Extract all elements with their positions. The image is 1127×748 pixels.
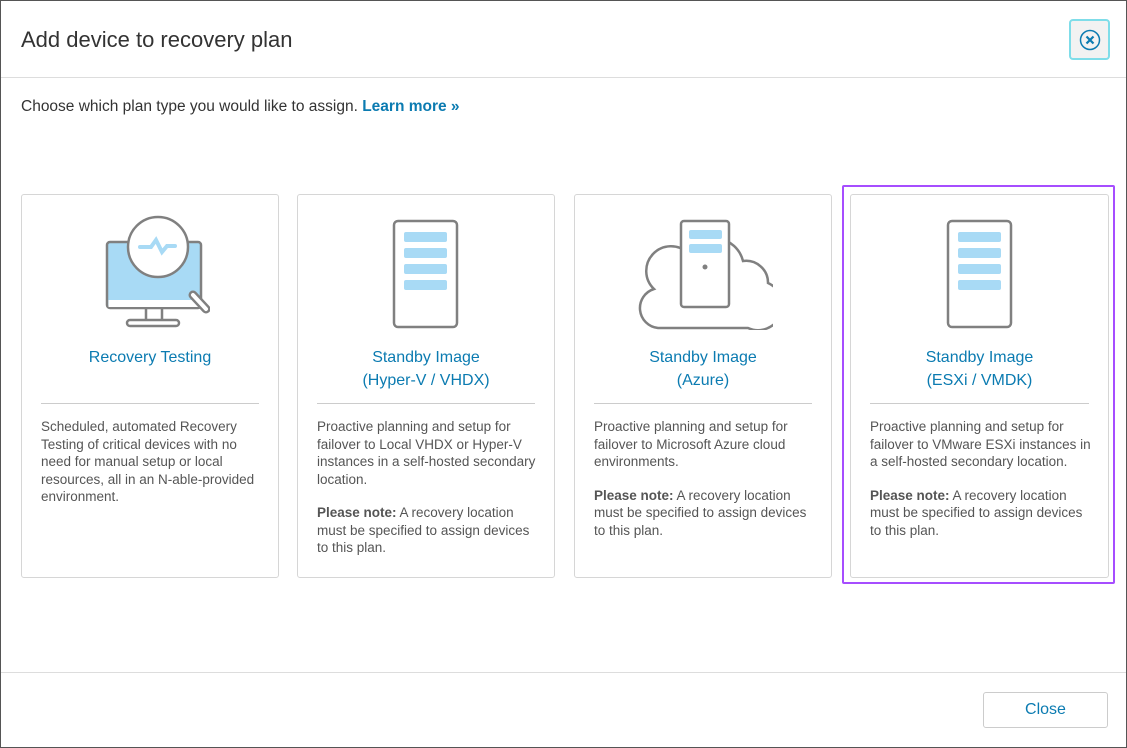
card-note: Please note: A recovery location must be… [870,487,1094,540]
note-text: A recovery location must be specified to… [594,487,807,538]
plan-card-recovery-testing[interactable]: Recovery Testing Scheduled, automated Re… [21,194,279,578]
note-label: Please note: [870,487,950,503]
server-icon [946,219,1012,329]
note-text: A recovery location must be specified to… [317,505,530,555]
note-label: Please note: [317,505,397,520]
card-description: Proactive planning and setup for failove… [317,419,536,487]
divider [594,403,812,404]
dialog-title: Add device to recovery plan [21,27,293,52]
close-x-button[interactable] [1069,19,1110,60]
card-description: Scheduled, automated Recovery Testing of… [41,419,255,504]
intro-text: Choose which plan type you would like to… [21,98,460,116]
plan-card-standby-esxi[interactable]: Standby Image (ESXi / VMDK) Proactive pla… [850,194,1109,578]
card-description: Proactive planning and setup for failove… [870,419,1091,469]
dialog-footer [1,672,1126,673]
card-note: Please note: A recovery location must be… [317,504,540,557]
close-button[interactable]: Close [983,692,1108,728]
card-title: Standby Image [925,349,1034,366]
card-note: Please note: A recovery location must be… [594,487,817,540]
divider [317,403,535,404]
server-icon [392,219,459,329]
plan-card-standby-azure[interactable]: Standby Image (Azure) Proactive planning … [574,194,832,578]
card-title: Standby Image [372,349,480,366]
card-subtitle: (Hyper-V / VHDX) [362,372,490,389]
plan-card-standby-hyperv[interactable]: Standby Image (Hyper-V / VHDX) Proactive … [297,194,555,578]
selection-highlight [842,185,1115,584]
learn-more-link[interactable]: Learn more » [362,98,460,115]
card-description: Proactive planning and setup for failove… [594,419,788,469]
monitor-magnifier-icon [105,215,210,328]
divider [41,403,259,404]
dialog-header: Add device to recovery plan [1,1,1126,78]
intro-label: Choose which plan type you would like to… [21,98,363,115]
card-title: Recovery Testing [88,349,212,366]
divider [870,403,1089,404]
card-subtitle: (Azure) [676,372,730,389]
note-text: A recovery location must be specified to… [870,487,1083,538]
card-subtitle: (ESXi / VMDK) [926,372,1033,389]
close-circle-icon [1079,29,1100,50]
cloud-server-icon [638,219,773,330]
note-label: Please note: [594,487,674,503]
card-title: Standby Image [649,349,757,366]
